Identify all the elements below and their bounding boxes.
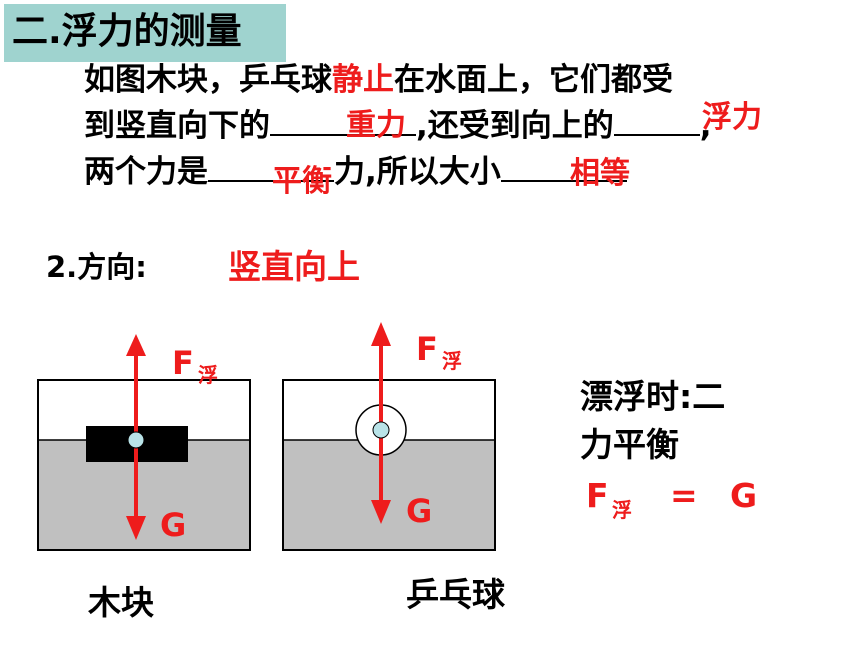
text-segment: 在水面上，它们都受 xyxy=(394,62,673,98)
buoyancy-subscript: 浮 xyxy=(198,363,218,387)
paragraph-line-2: 到竖直向下的 ,还受到向上的, xyxy=(84,104,712,146)
text-segment: 两个力是 xyxy=(84,154,208,190)
answer-blank xyxy=(208,150,334,182)
buoyancy-subscript: 浮 xyxy=(442,349,462,373)
equation-equals: = xyxy=(670,476,698,515)
equation-f-subscript: 浮 xyxy=(612,498,632,522)
gravity-label: G xyxy=(406,492,432,530)
gravity-arrowhead xyxy=(126,516,146,540)
equation-f: F xyxy=(586,476,609,515)
text-segment: 力,所以大小 xyxy=(334,154,501,190)
answer-gravity: 重力 xyxy=(346,108,406,143)
caption-ping-pong: 乒乓球 xyxy=(406,575,505,614)
paragraph-line-3: 两个力是 力,所以大小 xyxy=(84,150,627,192)
gravity-arrowhead xyxy=(371,500,391,524)
buoyancy-label: F xyxy=(172,344,194,382)
caption-wood-block: 木块 xyxy=(88,583,154,622)
direction-value: 竖直向上 xyxy=(228,247,360,286)
section-title: 二.浮力的测量 xyxy=(12,11,242,52)
gravity-label: G xyxy=(160,506,186,544)
direction-label: 2.方向: xyxy=(46,250,147,284)
answer-blank xyxy=(613,104,700,136)
water xyxy=(284,440,494,549)
answer-buoyancy: 浮力 xyxy=(702,100,762,135)
keyword-static: 静止 xyxy=(332,62,394,98)
answer-balance: 平衡 xyxy=(272,164,332,199)
answer-blank xyxy=(270,104,416,136)
text-segment: 如图木块，乒乓球 xyxy=(84,62,332,98)
center-dot xyxy=(372,421,390,439)
paragraph-line-1: 如图木块，乒乓球静止在水面上，它们都受 xyxy=(84,60,673,100)
text-segment: ,还受到向上的 xyxy=(416,108,614,144)
conclusion-line-1: 漂浮时:二 xyxy=(580,377,726,416)
conclusion-line-2: 力平衡 xyxy=(580,425,679,464)
buoyancy-arrowhead xyxy=(371,322,391,346)
text-segment: 到竖直向下的 xyxy=(84,108,270,144)
buoyancy-arrowhead xyxy=(126,334,146,356)
center-dot xyxy=(127,431,145,449)
answer-equal: 相等 xyxy=(570,156,630,191)
text-segment: , xyxy=(699,108,712,144)
title-banner xyxy=(4,4,286,62)
wood-block-diagram: F 浮 G xyxy=(37,334,251,551)
equation-g: G xyxy=(730,476,758,515)
answer-blank xyxy=(500,150,627,182)
ping-pong-diagram: F 浮 G xyxy=(282,322,496,551)
buoyancy-label: F xyxy=(416,330,438,368)
